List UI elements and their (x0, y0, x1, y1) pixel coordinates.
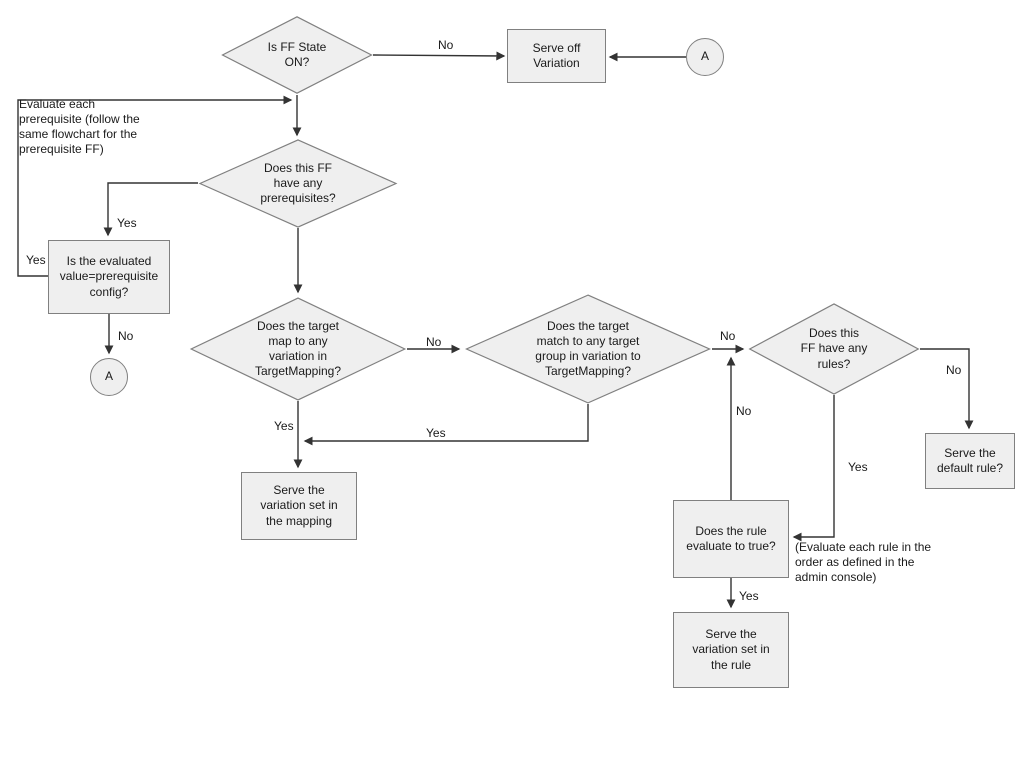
process-serve-variation-rule: Serve the variation set in the rule (673, 612, 789, 688)
edge-label-target-map-no: No (425, 335, 443, 349)
process-serve-off-variation-label: Serve off Variation (532, 40, 581, 70)
process-serve-off-variation: Serve off Variation (507, 29, 606, 83)
decision-has-rules-label: Does this FF have any rules? (800, 326, 868, 371)
diamond-shape (198, 139, 398, 228)
process-serve-variation-mapping-label: Serve the variation set in the mapping (260, 483, 338, 528)
decision-target-maps-to-variation-label: Does the target map to any variation in … (254, 318, 342, 379)
edge-rules-no-to-default (920, 348, 974, 430)
edge-label-rules-yes: Yes (847, 460, 869, 474)
edge-label-target-map-yes: Yes (273, 419, 295, 433)
process-serve-default-rule-label: Serve the default rule? (936, 445, 1004, 475)
edge-label-prereq-yes: Yes (116, 216, 138, 230)
edge-evaluated-yes-return (17, 95, 293, 277)
process-evaluated-value-matches: Is the evaluated value=prerequisite conf… (48, 240, 170, 314)
diamond-shape (189, 297, 407, 401)
process-evaluated-value-matches-label: Is the evaluated value=prerequisite conf… (59, 254, 159, 299)
edge-label-ff-off-no: No (437, 38, 455, 52)
decision-is-ff-state-on: Is FF State ON? (221, 16, 373, 94)
diamond-shape (464, 294, 712, 404)
connector-a-left: A (90, 358, 128, 396)
decision-has-prerequisites: Does this FF have any prerequisites? (198, 139, 398, 228)
edge-label-rules-no: No (945, 363, 963, 377)
connector-a-left-label: A (104, 369, 113, 384)
process-rule-evaluates-true-label: Does the rule evaluate to true? (686, 523, 776, 553)
edge-label-target-group-yes: Yes (425, 426, 447, 440)
decision-has-rules: Does this FF have any rules? (748, 303, 920, 395)
process-serve-variation-mapping: Serve the variation set in the mapping (241, 472, 357, 540)
annotation-prerequisite-note: Evaluate each prerequisite (follow the s… (19, 97, 140, 156)
decision-target-matches-group-label: Does the target match to any target grou… (535, 318, 641, 379)
diamond-shape (748, 303, 920, 395)
process-serve-variation-rule-label: Serve the variation set in the rule (692, 627, 770, 672)
diamond-shape (221, 16, 373, 94)
decision-target-matches-group: Does the target match to any target grou… (464, 294, 712, 404)
connector-a-top: A (686, 38, 724, 76)
edge-targetgroup-yes-join (303, 404, 589, 446)
edge-label-rule-eval-yes: Yes (738, 589, 760, 603)
edge-label-target-group-no: No (719, 329, 737, 343)
edge-label-prereq-eval-no: No (117, 329, 135, 343)
connector-a-top-label: A (700, 49, 709, 64)
edge-ffstate-no-to-serveoff (372, 51, 506, 61)
edge-rules-yes-to-ruleeval (792, 395, 835, 542)
edge-prereqs-yes-to-evaluated (103, 182, 198, 237)
edge-label-rule-eval-no: No (735, 404, 753, 418)
decision-has-prerequisites-label: Does this FF have any prerequisites? (260, 160, 336, 206)
edge-label-prereq-eval-return-yes: Yes (25, 253, 47, 267)
process-rule-evaluates-true: Does the rule evaluate to true? (673, 500, 789, 578)
decision-target-maps-to-variation: Does the target map to any variation in … (189, 297, 407, 401)
annotation-rules-order-note: (Evaluate each rule in the order as defi… (795, 540, 932, 584)
process-serve-default-rule: Serve the default rule? (925, 433, 1015, 489)
decision-is-ff-state-on-label: Is FF State ON? (267, 39, 327, 69)
